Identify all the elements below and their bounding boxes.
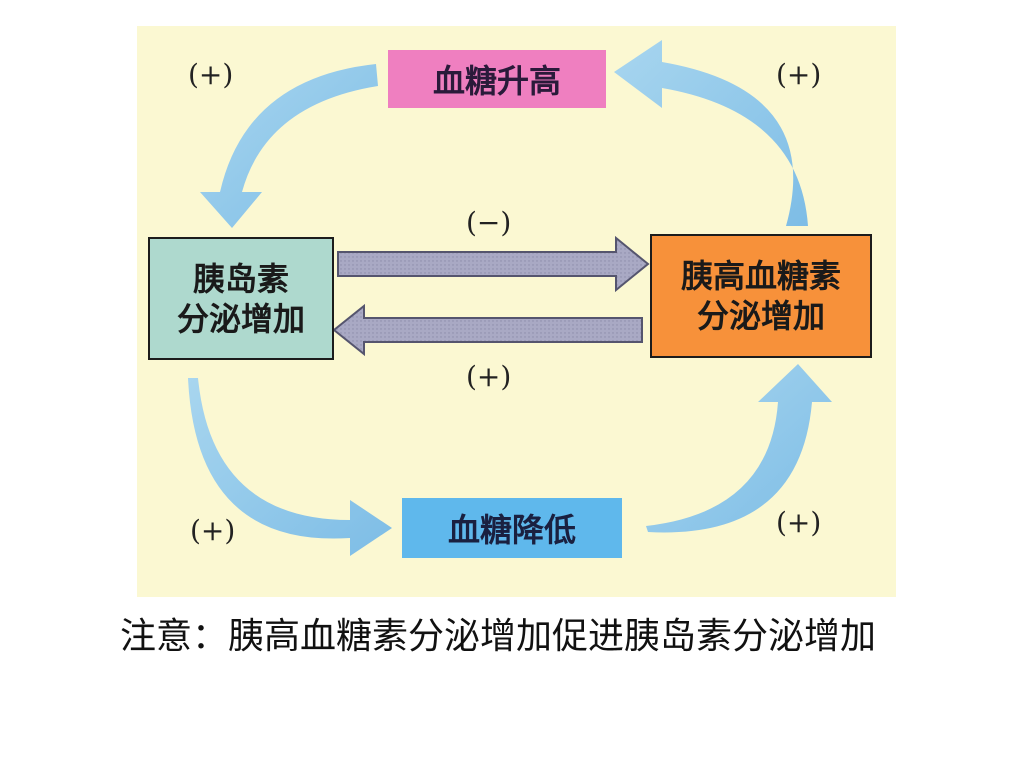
sign-middle-bottom: (+) [466, 360, 512, 393]
sign-top-right: (+) [776, 58, 822, 91]
blood-sugar-up-box: 血糖升高 [388, 50, 606, 108]
blood-sugar-up-label: 血糖升高 [432, 62, 561, 100]
straight-arrow-left [332, 303, 643, 357]
sign-bottom-right: (+) [776, 506, 822, 539]
curved-arrow-bottomleft [188, 378, 392, 556]
insulin-label-line2: 分泌增加 [176, 299, 305, 338]
curved-arrow-topleft [200, 64, 378, 228]
blood-sugar-down-box: 血糖降低 [402, 498, 622, 558]
glucagon-box: 胰高血糖素 分泌增加 [650, 234, 872, 358]
insulin-label-line1: 胰岛素 [192, 259, 289, 298]
blood-sugar-down-label: 血糖降低 [447, 511, 576, 549]
glucagon-label-line1: 胰高血糖素 [680, 257, 841, 295]
straight-arrow-right [337, 235, 650, 293]
sign-bottom-left: (+) [190, 514, 236, 547]
glucagon-label-line2: 分泌增加 [696, 297, 825, 335]
sign-top-left: (+) [188, 58, 234, 91]
footnote: 注意：胰高血糖素分泌增加促进胰岛素分泌增加 [120, 616, 877, 657]
insulin-box: 胰岛素 分泌增加 [148, 237, 334, 360]
curved-arrow-topright [614, 40, 808, 226]
curved-arrow-bottomright [646, 364, 832, 533]
sign-middle-top: (−) [466, 206, 512, 239]
